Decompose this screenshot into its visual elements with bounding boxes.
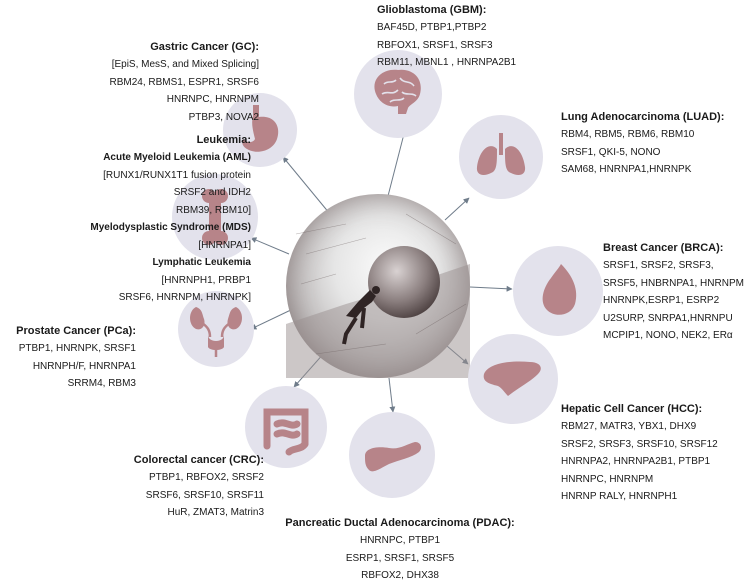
intestine-icon: [263, 408, 309, 456]
pdac-line: RBFOX2, DHX38: [361, 570, 439, 581]
arrow-pdac: [388, 377, 396, 413]
hcc-line: HNRNPA2, HNRNPA2B1, PTBP1: [561, 456, 711, 467]
hcc-line: HNRNPC, HNRNPM: [561, 473, 654, 485]
crc-line: SRSF6, SRSF10, SRSF11: [145, 489, 264, 501]
leukemia-title: Leukemia:: [196, 134, 251, 146]
pca-icon-circle: [178, 291, 254, 367]
brca-line: HNRNPK,ESRP1, ESRP2: [603, 295, 720, 306]
arrow-luad: [444, 197, 470, 221]
arrow-leuk: [250, 237, 290, 255]
pca-title: Prostate Cancer (PCa):: [16, 325, 136, 337]
liver-icon: [483, 361, 541, 396]
crc-title: Colorectal cancer (CRC):: [133, 454, 264, 466]
arrow-gbm: [387, 129, 407, 197]
gc-line: RBM24, RBMS1, ESPR1, SRSF6: [109, 76, 260, 88]
hcc-block: Hepatic Cell Cancer (HCC): RBM27, MATR3,…: [561, 400, 718, 506]
lungs-icon: [476, 133, 526, 175]
bone-icon: [202, 189, 228, 245]
arrow-gc: [282, 156, 331, 215]
hcc-line: SRSF2, SRSF3, SRSF10, SRSF12: [561, 438, 718, 450]
center-image: [286, 194, 470, 378]
leuk-icon-circle: [172, 174, 258, 260]
ll-line: SRSF6, HNRNPM, HNRNPK]: [118, 292, 251, 303]
gbm-icon-circle: [354, 50, 442, 138]
pancreas-icon: [365, 442, 422, 472]
mds-subtitle: Myelodysplastic Syndrome (MDS): [90, 222, 251, 233]
luad-line: SRSF1, QKI-5, NONO: [561, 146, 661, 158]
gc-icon-circle: [223, 93, 297, 167]
hcc-line: HNRNP RALY, HNRNPH1: [561, 491, 678, 502]
aml-subtitle: Acute Myeloid Leukemia (AML): [103, 152, 251, 163]
crc-icon-circle: [245, 386, 327, 468]
brca-line: U2SURP, SNRPA1,HNRNPU: [603, 312, 733, 324]
brca-line: SRSF5, HNBRNPA1, HNRNPM: [603, 277, 744, 289]
luad-block: Lung Adenocarcinoma (LUAD): RBM4, RBM5, …: [561, 108, 724, 179]
pdac-icon-circle: [349, 412, 435, 498]
crc-line: HuR, ZMAT3, Matrin3: [167, 507, 265, 518]
stomach-icon: [242, 105, 279, 152]
aml-line: SRSF2 and IDH2: [173, 187, 251, 198]
pca-line: HNRNPH/F, HNRNPA1: [32, 360, 136, 372]
gbm-title: Glioblastoma (GBM):: [377, 4, 487, 16]
gbm-line: RBFOX1, SRSF1, SRSF3: [377, 39, 493, 51]
pca-line: SRRM4, RBM3: [67, 378, 136, 389]
gc-line: HNRNPC, HNRNPM: [166, 94, 259, 105]
leukemia-block: Leukemia: Acute Myeloid Leukemia (AML) […: [90, 131, 251, 307]
luad-line: SAM68, HNRNPA1,HNRNPK: [561, 164, 692, 175]
breast-icon: [542, 264, 577, 315]
gc-line: [EpiS, MesS, and Mixed Splicing]: [111, 59, 259, 70]
gbm-block: Glioblastoma (GBM): BAF45D, PTBP1,PTBP2 …: [377, 1, 516, 72]
pdac-line: HNRNPC, PTBP1: [359, 535, 440, 546]
gc-block: Gastric Cancer (GC): [EpiS, MesS, and Mi…: [110, 38, 260, 126]
ll-subtitle: Lymphatic Leukemia: [152, 257, 251, 268]
brain-icon: [374, 69, 421, 114]
crc-block: Colorectal cancer (CRC): PTBP1, RBFOX2, …: [134, 451, 264, 522]
hcc-icon-circle: [468, 334, 558, 424]
aml-line: [RUNX1/RUNX1T1 fusion protein: [103, 169, 251, 181]
luad-line: RBM4, RBM5, RBM6, RBM10: [561, 129, 695, 140]
arrow-pca: [250, 307, 296, 330]
pca-line: PTBP1, HNRNPK, SRSF1: [18, 343, 136, 354]
brca-line: SRSF1, SRSF2, SRSF3,: [603, 260, 714, 271]
gc-title: Gastric Cancer (GC):: [150, 41, 259, 53]
gc-line: PTBP3, NOVA2: [188, 111, 259, 123]
crc-line: PTBP1, RBFOX2, SRSF2: [148, 472, 264, 483]
pdac-title: Pancreatic Ductal Adenocarcinoma (PDAC):: [285, 517, 515, 529]
hcc-line: RBM27, MATR3, YBX1, DHX9: [561, 421, 697, 432]
pdac-block: Pancreatic Ductal Adenocarcinoma (PDAC):…: [255, 514, 545, 585]
gbm-line: RBM11, MBNL1 , HNRNPA2B1: [377, 57, 517, 68]
arrow-brca: [469, 285, 513, 292]
ll-line: [HNRNPH1, PRBP1: [161, 274, 251, 286]
pca-block: Prostate Cancer (PCa): PTBP1, HNRNPK, SR…: [16, 322, 136, 393]
brca-title: Breast Cancer (BRCA):: [603, 242, 724, 254]
kidney-urinary-icon: [190, 307, 242, 357]
brca-line: MCPIP1, NONO, NEK2, ERα: [603, 330, 733, 341]
gbm-line: BAF45D, PTBP1,PTBP2: [377, 22, 487, 33]
aml-line: RBM39, RBM10]: [175, 204, 251, 216]
brca-icon-circle: [513, 246, 603, 336]
luad-icon-circle: [459, 115, 543, 199]
mds-line: [HNRNPA1]: [198, 239, 251, 251]
sisyphus-boulder-image: [286, 213, 470, 378]
brca-block: Breast Cancer (BRCA): SRSF1, SRSF2, SRSF…: [603, 239, 744, 345]
luad-title: Lung Adenocarcinoma (LUAD):: [561, 111, 725, 123]
hcc-title: Hepatic Cell Cancer (HCC):: [561, 403, 703, 415]
pdac-line: ESRP1, SRSF1, SRSF5: [345, 552, 455, 564]
